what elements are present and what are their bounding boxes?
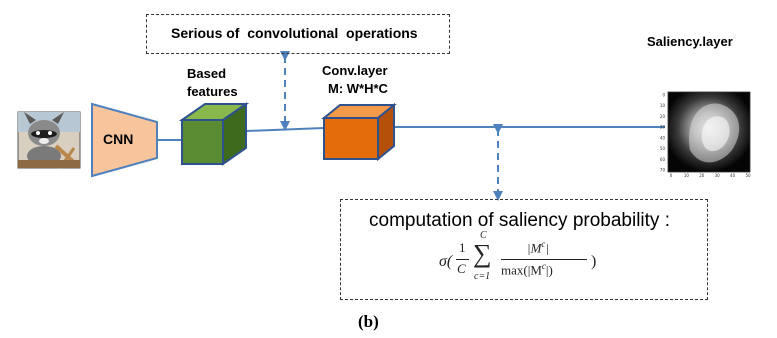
formula-frac-num: 1 bbox=[459, 240, 466, 255]
formula-inner-num-base: |M bbox=[527, 240, 542, 256]
conv-layer-label-line1: Conv.layer bbox=[322, 63, 388, 78]
saliency-probability-box: computation of saliency probability : σ(… bbox=[340, 199, 708, 300]
saliency-x-tick-label: 0 bbox=[670, 173, 673, 178]
figure-caption: (b) bbox=[358, 312, 379, 331]
saliency-y-tick-label: 20 bbox=[660, 114, 666, 119]
based-features-cube bbox=[178, 102, 250, 166]
saliency-y-tick-label: 10 bbox=[660, 103, 666, 108]
saliency-x-tick-label: 20 bbox=[699, 173, 705, 178]
formula-inner-bar bbox=[501, 259, 587, 260]
convolutional-operations-text: Serious of convolutional operations bbox=[171, 25, 418, 41]
saliency-y-tick-label: 30 bbox=[660, 125, 666, 130]
saliency-y-tick-label: 40 bbox=[660, 135, 666, 140]
formula-sum-bottom: c=1 bbox=[474, 271, 491, 282]
formula-inner-den-base: max(|M bbox=[501, 262, 542, 278]
based-features-label-line1: Based bbox=[187, 66, 227, 81]
saliency-formula: σ( 1 C C ∑ c=1 |Mc| max(|Mc|) ) bbox=[439, 230, 699, 296]
saliency-y-tick-label: 0 bbox=[662, 93, 665, 98]
formula-frac-den: C bbox=[457, 261, 466, 276]
connector-features-to-conv bbox=[245, 127, 325, 132]
formula-inner-num-end: | bbox=[545, 240, 549, 256]
saliency-layer-label: Saliency.layer bbox=[647, 34, 733, 49]
saliency-x-tick-label: 10 bbox=[684, 173, 690, 178]
formula-inner-den-sup: c bbox=[541, 261, 546, 271]
saliency-x-tick-label: 30 bbox=[715, 173, 721, 178]
conv-layer-cube bbox=[321, 102, 397, 162]
saliency-probability-title: computation of saliency probability : bbox=[369, 210, 670, 231]
cnn-label: CNN bbox=[103, 131, 134, 147]
saliency-y-tick-label: 70 bbox=[660, 168, 666, 173]
based-features-label-line2: features bbox=[187, 84, 238, 99]
saliency-x-tick-label: 40 bbox=[730, 173, 736, 178]
formula-frac-bar bbox=[456, 259, 469, 260]
conv-layer-label-line2: M: W*H*C bbox=[328, 81, 388, 96]
formula-close-paren: ) bbox=[591, 253, 597, 270]
saliency-y-tick-label: 60 bbox=[660, 157, 666, 162]
convolutional-operations-box: Serious of convolutional operations bbox=[146, 14, 450, 54]
saliency-x-tick-label: 50 bbox=[745, 173, 751, 178]
formula-inner-den: max(|Mc|) bbox=[501, 261, 553, 278]
saliency-y-tick-label: 50 bbox=[660, 146, 666, 151]
formula-inner-num: |Mc| bbox=[527, 239, 549, 256]
formula-sum-symbol: ∑ bbox=[473, 239, 492, 268]
formula-inner-den-end: |) bbox=[545, 262, 553, 278]
saliency-map-plot: 0 10 20 30 40 50 60 70 0 10 20 30 40 50 bbox=[660, 91, 751, 178]
saliency-y-ticks: 0 10 20 30 40 50 60 70 bbox=[660, 93, 666, 173]
input-image-raccoon bbox=[17, 111, 81, 169]
saliency-x-ticks: 0 10 20 30 40 50 bbox=[670, 173, 751, 178]
formula-sum-top: C bbox=[480, 230, 487, 241]
cnn-block bbox=[91, 102, 158, 178]
formula-sigma: σ( bbox=[439, 253, 453, 270]
formula-inner-num-sup: c bbox=[541, 239, 546, 249]
